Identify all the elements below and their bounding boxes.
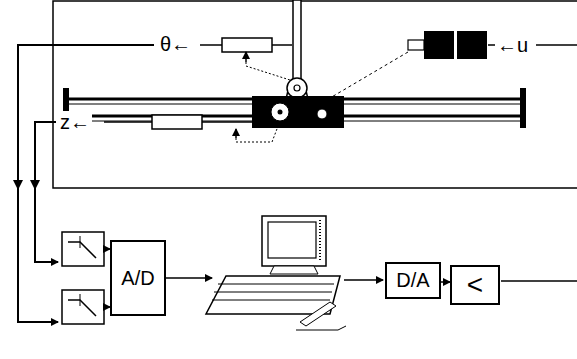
rail-end [520, 88, 526, 128]
signal-arrow [441, 281, 450, 283]
motor [424, 31, 454, 59]
signal-name: θ← [158, 33, 193, 55]
converter-box: D/A [385, 262, 441, 299]
wire [536, 44, 577, 46]
computer [206, 216, 346, 330]
box-text: A/D [121, 267, 154, 290]
apparatus-frame [53, 1, 577, 188]
lowpass-filter [62, 232, 104, 266]
pendulum-rod [293, 0, 301, 80]
signal-name: ←u [495, 34, 530, 56]
box-text: D/A [396, 269, 429, 292]
wire [18, 45, 154, 322]
converter-box: A/D [110, 240, 166, 316]
potentiometer [222, 38, 272, 52]
cart-wheel [317, 109, 327, 119]
lowpass-filter [62, 290, 104, 324]
signal-name: z← [58, 111, 92, 133]
pivot-circle [287, 78, 307, 98]
motor [457, 31, 487, 59]
box-text: < [467, 269, 483, 301]
wire [501, 280, 577, 282]
wire [35, 122, 58, 262]
amplifier-box: < [450, 265, 500, 305]
cart [252, 96, 344, 128]
cart-wheel [271, 103, 289, 121]
belt-link [330, 52, 408, 98]
potentiometer [152, 115, 202, 129]
motor-shaft [408, 40, 424, 50]
